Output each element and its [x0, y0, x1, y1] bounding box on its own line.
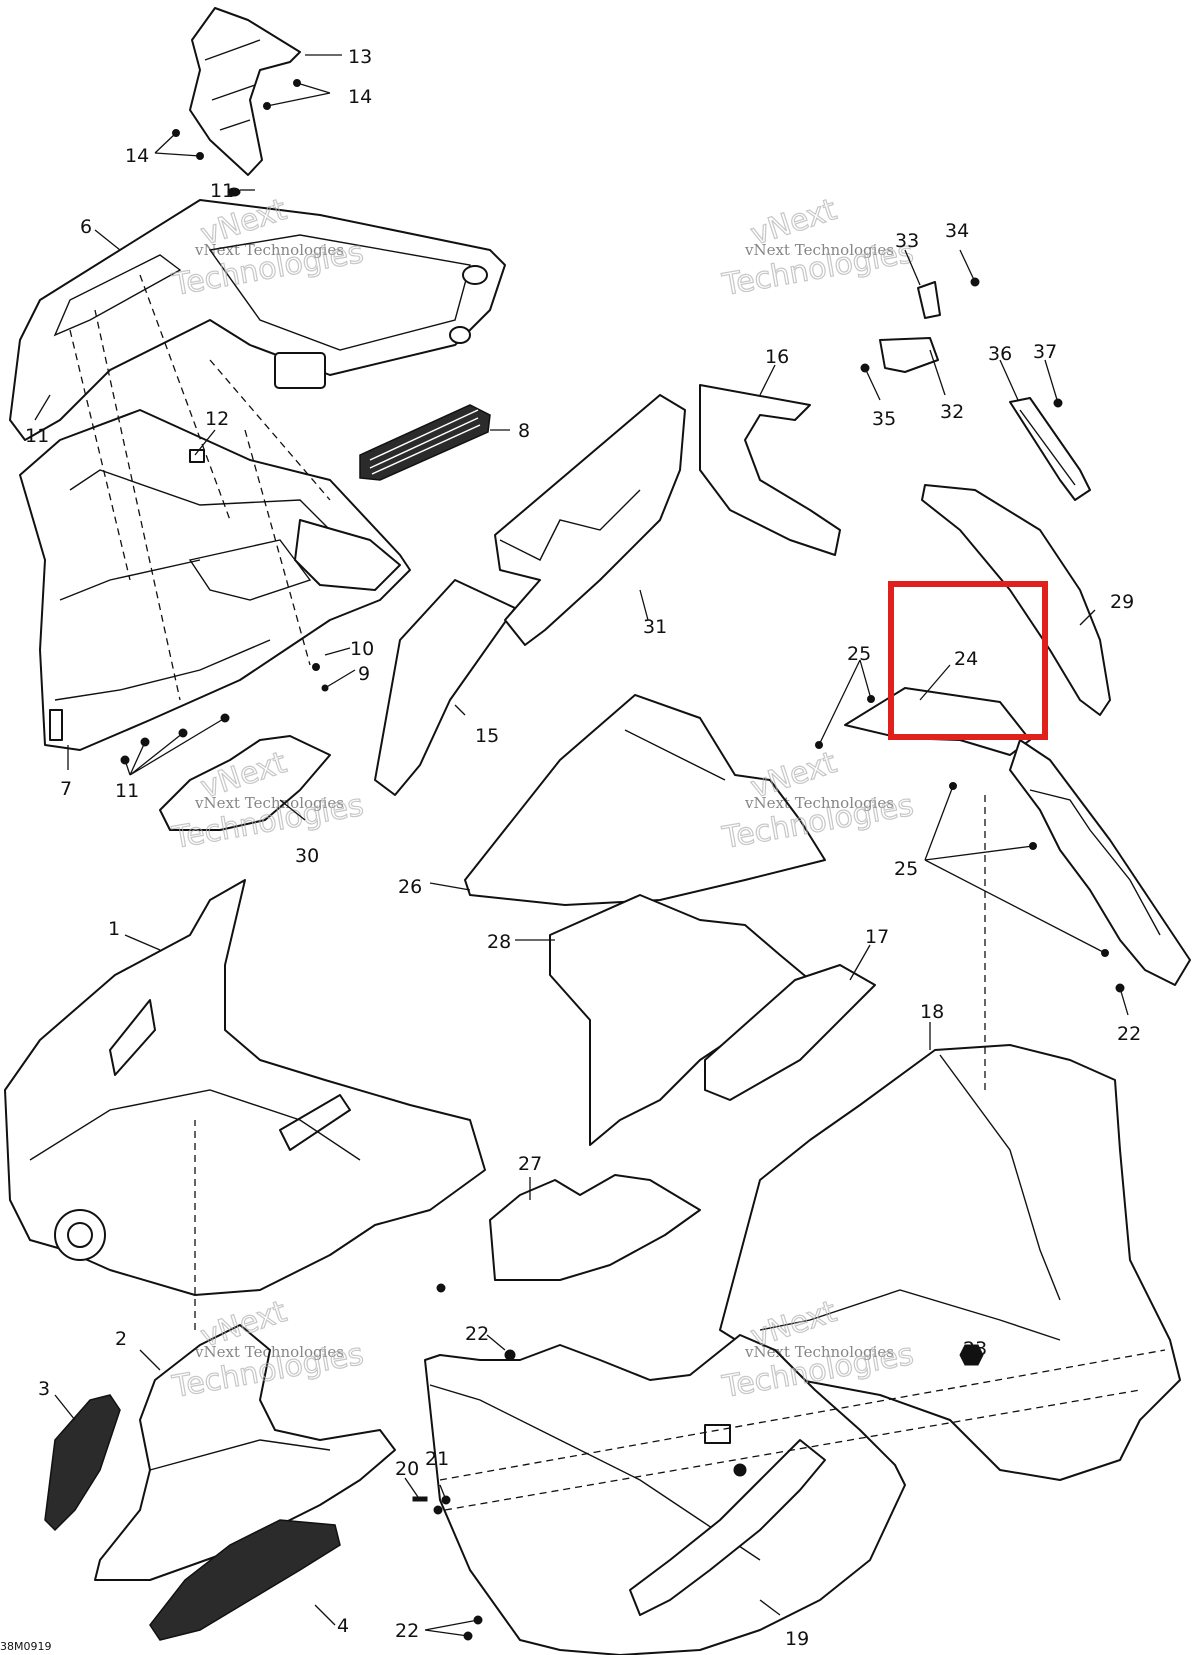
callout-20: 20 — [395, 1458, 419, 1480]
callout-31: 31 — [643, 616, 667, 638]
part-18-side-cover — [719, 1044, 1181, 1481]
part-drawings — [4, 7, 1191, 1655]
part-4-grille — [149, 1519, 341, 1641]
callout-34: 34 — [945, 220, 969, 242]
callout-10: 10 — [350, 638, 374, 660]
callout-27: 27 — [518, 1153, 542, 1175]
part-19-belly-pan — [424, 1334, 906, 1655]
part-3-grille — [44, 1394, 121, 1532]
callout-3: 3 — [38, 1378, 50, 1400]
callout-30: 30 — [295, 845, 319, 867]
part-8-vent — [359, 404, 491, 481]
assembly-lines — [69, 274, 1166, 1511]
callout-22c: 22 — [1117, 1023, 1141, 1045]
callout-22a: 22 — [465, 1323, 489, 1345]
callout-23: 23 — [963, 1338, 987, 1360]
part-29-strip — [921, 484, 1111, 716]
callout-11b: 11 — [25, 425, 49, 447]
callout-17: 17 — [865, 926, 889, 948]
callout-33: 33 — [895, 230, 919, 252]
part-31-block — [494, 394, 686, 646]
leader-lines — [34, 54, 1129, 1637]
part-1-front-fascia — [4, 879, 486, 1296]
part-23-nut — [959, 1344, 984, 1366]
callout-29: 29 — [1110, 591, 1134, 613]
callout-18: 18 — [920, 1001, 944, 1023]
part-13-bracket — [189, 7, 301, 176]
svg-text:vNext Technologies: vNext Technologies — [194, 1343, 344, 1361]
part-36-handle — [1009, 397, 1091, 501]
watermark: vNext Technologies vNext Technologies — [169, 745, 367, 857]
watermark: vNext Technologies vNext Technologies — [719, 745, 917, 857]
part-12-clip — [189, 449, 205, 463]
callout-35: 35 — [872, 408, 896, 430]
reference-code: 38M0919 — [0, 1640, 51, 1653]
svg-text:vNext Technologies: vNext Technologies — [744, 1343, 894, 1361]
callout-4: 4 — [337, 1615, 349, 1637]
svg-text:vNext Technologies: vNext Technologies — [194, 794, 344, 812]
callout-32: 32 — [940, 401, 964, 423]
callout-36: 36 — [988, 343, 1012, 365]
svg-text:vNext Technologies: vNext Technologies — [194, 241, 344, 259]
callout-15: 15 — [475, 725, 499, 747]
callout-19: 19 — [785, 1628, 809, 1650]
watermark: vNext Technologies vNext Technologies — [169, 1294, 367, 1406]
part-7-lower-console — [19, 409, 411, 751]
part-16-panel — [699, 384, 841, 556]
callout-37: 37 — [1033, 341, 1057, 363]
callout-7: 7 — [60, 778, 72, 800]
callout-25b: 25 — [894, 858, 918, 880]
callout-24: 24 — [954, 648, 978, 670]
callout-11a: 11 — [210, 180, 234, 202]
part-26-tray — [464, 694, 826, 906]
part-15-side-panel — [374, 579, 516, 796]
part-27-pad — [489, 1174, 701, 1281]
callout-12: 12 — [205, 408, 229, 430]
callout-16: 16 — [765, 346, 789, 368]
callout-28: 28 — [487, 931, 511, 953]
callout-6: 6 — [80, 216, 92, 238]
callout-9: 9 — [358, 663, 370, 685]
callout-1: 1 — [108, 918, 120, 940]
callout-8: 8 — [518, 420, 530, 442]
watermark: vNext Technologies vNext Technologies — [719, 192, 917, 304]
part-32-33-bracket — [860, 277, 980, 373]
callout-21: 21 — [425, 1448, 449, 1470]
part-30-pad — [159, 735, 331, 831]
part-6-upper-cover — [9, 199, 506, 441]
callout-22b: 22 — [395, 1620, 419, 1642]
callout-labels: 1 2 3 4 6 7 8 9 10 11 11 11 11 12 13 14 … — [25, 46, 1141, 1650]
callout-14b: 14 — [125, 145, 149, 167]
svg-text:vNext Technologies: vNext Technologies — [744, 794, 894, 812]
callout-25a: 25 — [847, 643, 871, 665]
callout-14a: 14 — [348, 86, 372, 108]
callout-13: 13 — [348, 46, 372, 68]
callout-26: 26 — [398, 876, 422, 898]
highlight-box-part-24 — [888, 581, 1048, 740]
callout-11c: 11 — [115, 780, 139, 802]
part-17-bar — [704, 964, 876, 1101]
svg-text:vNext Technologies: vNext Technologies — [744, 241, 894, 259]
callout-2: 2 — [115, 1328, 127, 1350]
